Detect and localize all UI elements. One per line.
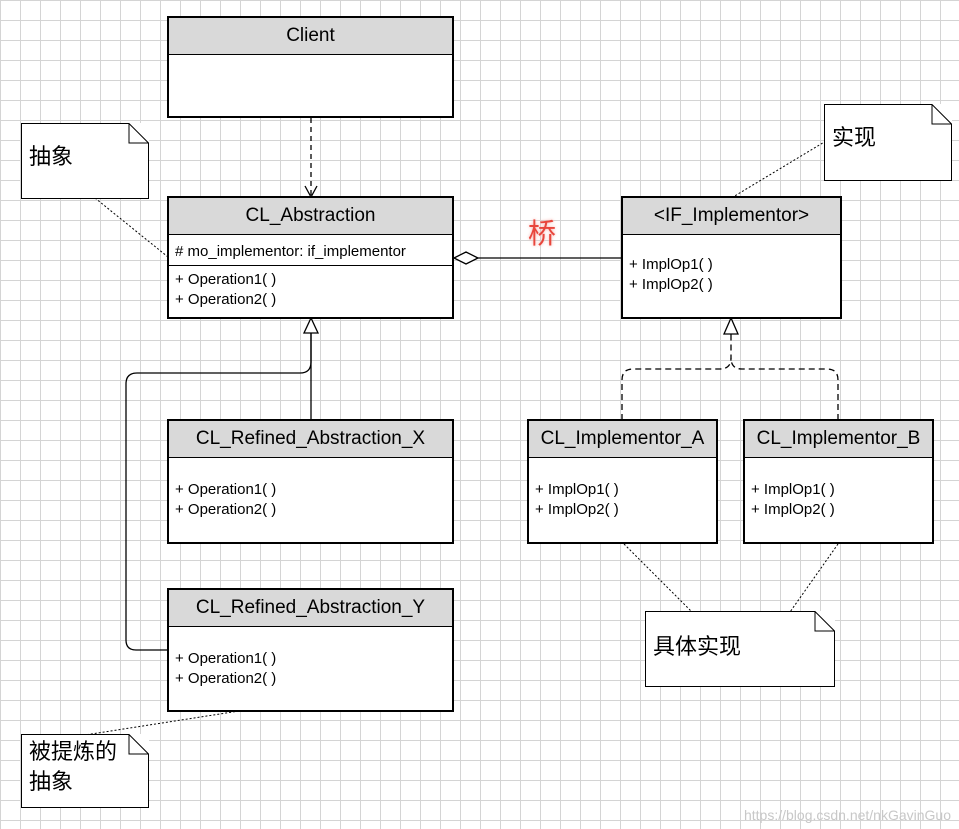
- note-anchor-impl-a: [623, 543, 693, 613]
- note-abstraction[interactable]: 抽象: [21, 123, 149, 199]
- watermark: https://blog.csdn.net/nkGavinGuo: [743, 807, 951, 823]
- note-anchor-refined: [84, 710, 240, 736]
- generalization-triangle: [302, 316, 320, 334]
- note-shape: [824, 104, 952, 181]
- note-shape: [645, 611, 835, 687]
- note-text: 抽象: [29, 145, 74, 170]
- note-text: 实现: [832, 126, 877, 151]
- operation-item: + ImplOp1( ): [535, 481, 619, 498]
- class-name: CL_Implementor_B: [745, 421, 932, 458]
- note-anchor-abstraction: [94, 197, 169, 258]
- realization-a-line: [621, 334, 732, 420]
- operation-item: + Operation1( ): [175, 481, 277, 498]
- note-refined-abstraction[interactable]: 被提炼的 抽象: [21, 734, 149, 808]
- note-anchor-impl-b: [789, 543, 839, 613]
- class-operations: + Operation1( ) + Operation2( ): [169, 458, 452, 526]
- class-operations: + Operation1( ) + Operation2( ): [169, 627, 452, 695]
- operation-item: + ImplOp1( ): [751, 481, 835, 498]
- class-operations: + ImplOp1( ) + ImplOp2( ): [529, 458, 716, 526]
- operation-item: + Operation2( ): [175, 291, 277, 308]
- note-anchor-implementation: [732, 140, 827, 198]
- note-shape: [21, 123, 149, 199]
- class-name: CL_Implementor_A: [529, 421, 716, 458]
- class-name: Client: [169, 18, 452, 55]
- class-attribute: # mo_implementor: if_implementor: [169, 235, 452, 266]
- note-implementation[interactable]: 实现: [824, 104, 952, 181]
- abstraction-class-box[interactable]: CL_Abstraction # mo_implementor: if_impl…: [167, 196, 454, 319]
- note-text: 被提炼的 抽象: [29, 740, 118, 795]
- operation-item: + Operation1( ): [175, 271, 277, 288]
- class-operations: + Operation1( ) + Operation2( ): [169, 266, 452, 316]
- operation-item: + ImplOp2( ): [751, 501, 835, 518]
- aggregation-diamond: [452, 251, 480, 265]
- operation-item: + ImplOp2( ): [629, 276, 713, 293]
- class-name: CL_Abstraction: [169, 198, 452, 235]
- bridge-label: 桥: [528, 217, 557, 250]
- operation-item: + ImplOp2( ): [535, 501, 619, 518]
- operation-item: + Operation1( ): [175, 650, 277, 667]
- client-class-box[interactable]: Client: [167, 16, 454, 118]
- refined-abstraction-x-box[interactable]: CL_Refined_Abstraction_X + Operation1( )…: [167, 419, 454, 544]
- realization-triangle: [723, 316, 739, 335]
- operation-item: + Operation2( ): [175, 501, 277, 518]
- class-name: <IF_Implementor>: [623, 198, 840, 235]
- note-text: 具体实现: [653, 635, 742, 660]
- class-operations: + ImplOp1( ) + ImplOp2( ): [623, 235, 840, 301]
- class-name: CL_Refined_Abstraction_X: [169, 421, 452, 458]
- generalization-y-line: [125, 333, 312, 651]
- refined-abstraction-y-box[interactable]: CL_Refined_Abstraction_Y + Operation1( )…: [167, 588, 454, 712]
- operation-item: + ImplOp1( ): [629, 256, 713, 273]
- implementor-b-box[interactable]: CL_Implementor_B + ImplOp1( ) + ImplOp2(…: [743, 419, 934, 544]
- class-name: CL_Refined_Abstraction_Y: [169, 590, 452, 627]
- implementor-interface-box[interactable]: <IF_Implementor> + ImplOp1( ) + ImplOp2(…: [621, 196, 842, 319]
- note-shape: [21, 734, 149, 808]
- implementor-a-box[interactable]: CL_Implementor_A + ImplOp1( ) + ImplOp2(…: [527, 419, 718, 544]
- class-operations: + ImplOp1( ) + ImplOp2( ): [745, 458, 932, 526]
- realization-b-line: [730, 357, 839, 420]
- operation-item: + Operation2( ): [175, 670, 277, 687]
- note-concrete-implementation[interactable]: 具体实现: [645, 611, 835, 687]
